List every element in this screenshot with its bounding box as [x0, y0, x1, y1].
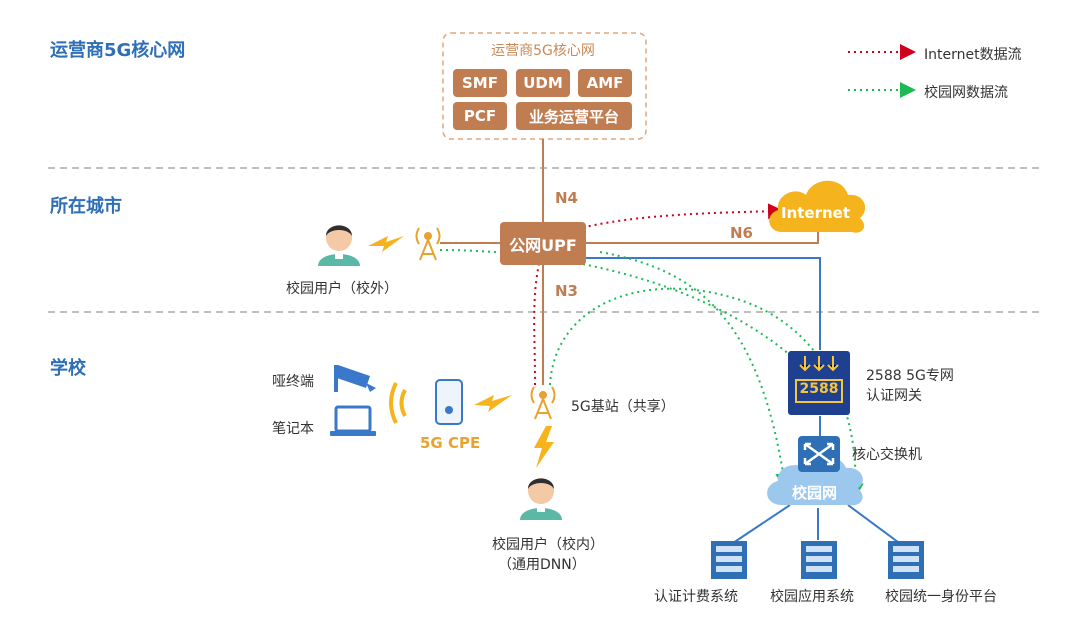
campus-flow-outside-a: [439, 249, 791, 356]
interface-n3-label: N3: [555, 282, 578, 300]
server-label-identity: 校园统一身份平台: [885, 589, 997, 605]
dumb-terminal-label: 哑终端: [272, 374, 314, 390]
internet-flow-path: [533, 203, 784, 386]
user-outside-label: 校园用户（校外）: [286, 281, 398, 297]
server-icon-auth: [711, 541, 747, 579]
person-outside-icon: [318, 225, 360, 266]
core-switch-label: 核心交换机: [852, 447, 922, 463]
campus-net-label: 校园网: [792, 484, 838, 502]
antenna-icon-outside: [415, 227, 441, 261]
gateway-label-line2: 认证网关: [866, 388, 922, 404]
zone-label-city: 所在城市: [50, 196, 122, 217]
wifi-signal-icon: [389, 382, 407, 424]
antenna-icon-base-station: [530, 386, 556, 420]
core-box-udm: UDM: [516, 69, 570, 97]
server-icon-identity: [888, 541, 924, 579]
legend-campus-label: 校园网数据流: [924, 85, 1008, 101]
cpe-label: 5G CPE: [420, 434, 481, 452]
upf-box: 公网UPF: [500, 222, 586, 265]
core-box-amf: AMF: [578, 69, 632, 97]
net-server-link-3: [847, 504, 903, 546]
lightning-icon-outside: [368, 236, 404, 252]
person-inside-icon: [520, 478, 562, 520]
laptop-icon: [330, 405, 376, 436]
zone-label-operator: 运营商5G核心网: [50, 40, 186, 61]
server-label-apps: 校园应用系统: [770, 589, 854, 605]
core-network-title: 运营商5G核心网: [491, 43, 595, 59]
campus-flow-outside-b: [599, 251, 792, 489]
zone-label-school: 学校: [50, 358, 86, 379]
server-icon-apps: [801, 541, 837, 579]
lightning-icon-down: [534, 426, 554, 468]
gateway-label-line1: 2588 5G专网: [866, 368, 954, 384]
switch-icon: [798, 436, 840, 472]
internet-cloud-icon: [769, 180, 866, 233]
core-box-smf: SMF: [453, 69, 507, 97]
laptop-label: 笔记本: [272, 421, 314, 437]
gateway-icon: [788, 351, 850, 415]
base-station-label: 5G基站（共享）: [571, 399, 675, 415]
interface-n4-label: N4: [555, 189, 578, 207]
legend-internet-label: Internet数据流: [924, 47, 1022, 63]
interface-n6-label: N6: [730, 224, 753, 242]
core-box-ops-platform: 业务运营平台: [516, 102, 632, 130]
core-network-border: [442, 32, 647, 140]
lightning-icon-cpe: [474, 395, 512, 412]
core-box-pcf: PCF: [453, 102, 507, 130]
gateway-screen-text: 2588: [799, 381, 839, 397]
internet-label: Internet: [781, 204, 851, 222]
net-server-link-1: [729, 504, 791, 546]
user-inside-label-line1: 校园用户（校内）: [492, 537, 604, 553]
camera-icon: [334, 365, 376, 392]
upf-gateway-link: [586, 257, 821, 350]
cpe-device-icon: [435, 379, 463, 425]
user-inside-label-line2: （通用DNN）: [498, 557, 586, 573]
server-label-auth: 认证计费系统: [654, 589, 738, 605]
